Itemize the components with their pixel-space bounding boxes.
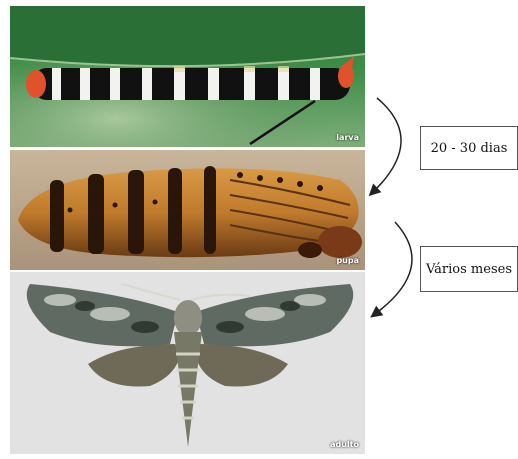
adult-illustration (10, 272, 365, 454)
larva-photo: larva (10, 6, 365, 147)
arrow-larva-to-pupa (373, 98, 401, 192)
larva-label: larva (336, 133, 359, 142)
arrow-pupa-to-adult (375, 222, 412, 314)
pupa-label: pupa (336, 256, 359, 265)
duration-pupa-to-adult: Vários meses (426, 262, 512, 277)
pupa-photo: pupa (10, 150, 365, 270)
pupa-illustration (10, 150, 365, 270)
larva-illustration (10, 6, 365, 147)
duration-box-larva: 20 - 30 dias (420, 126, 518, 170)
duration-larva-to-pupa: 20 - 30 dias (431, 141, 508, 156)
adult-photo: adulto (10, 272, 365, 454)
duration-box-pupa: Vários meses (420, 246, 518, 292)
transition-arrows (365, 0, 425, 330)
adult-label: adulto (330, 440, 359, 449)
